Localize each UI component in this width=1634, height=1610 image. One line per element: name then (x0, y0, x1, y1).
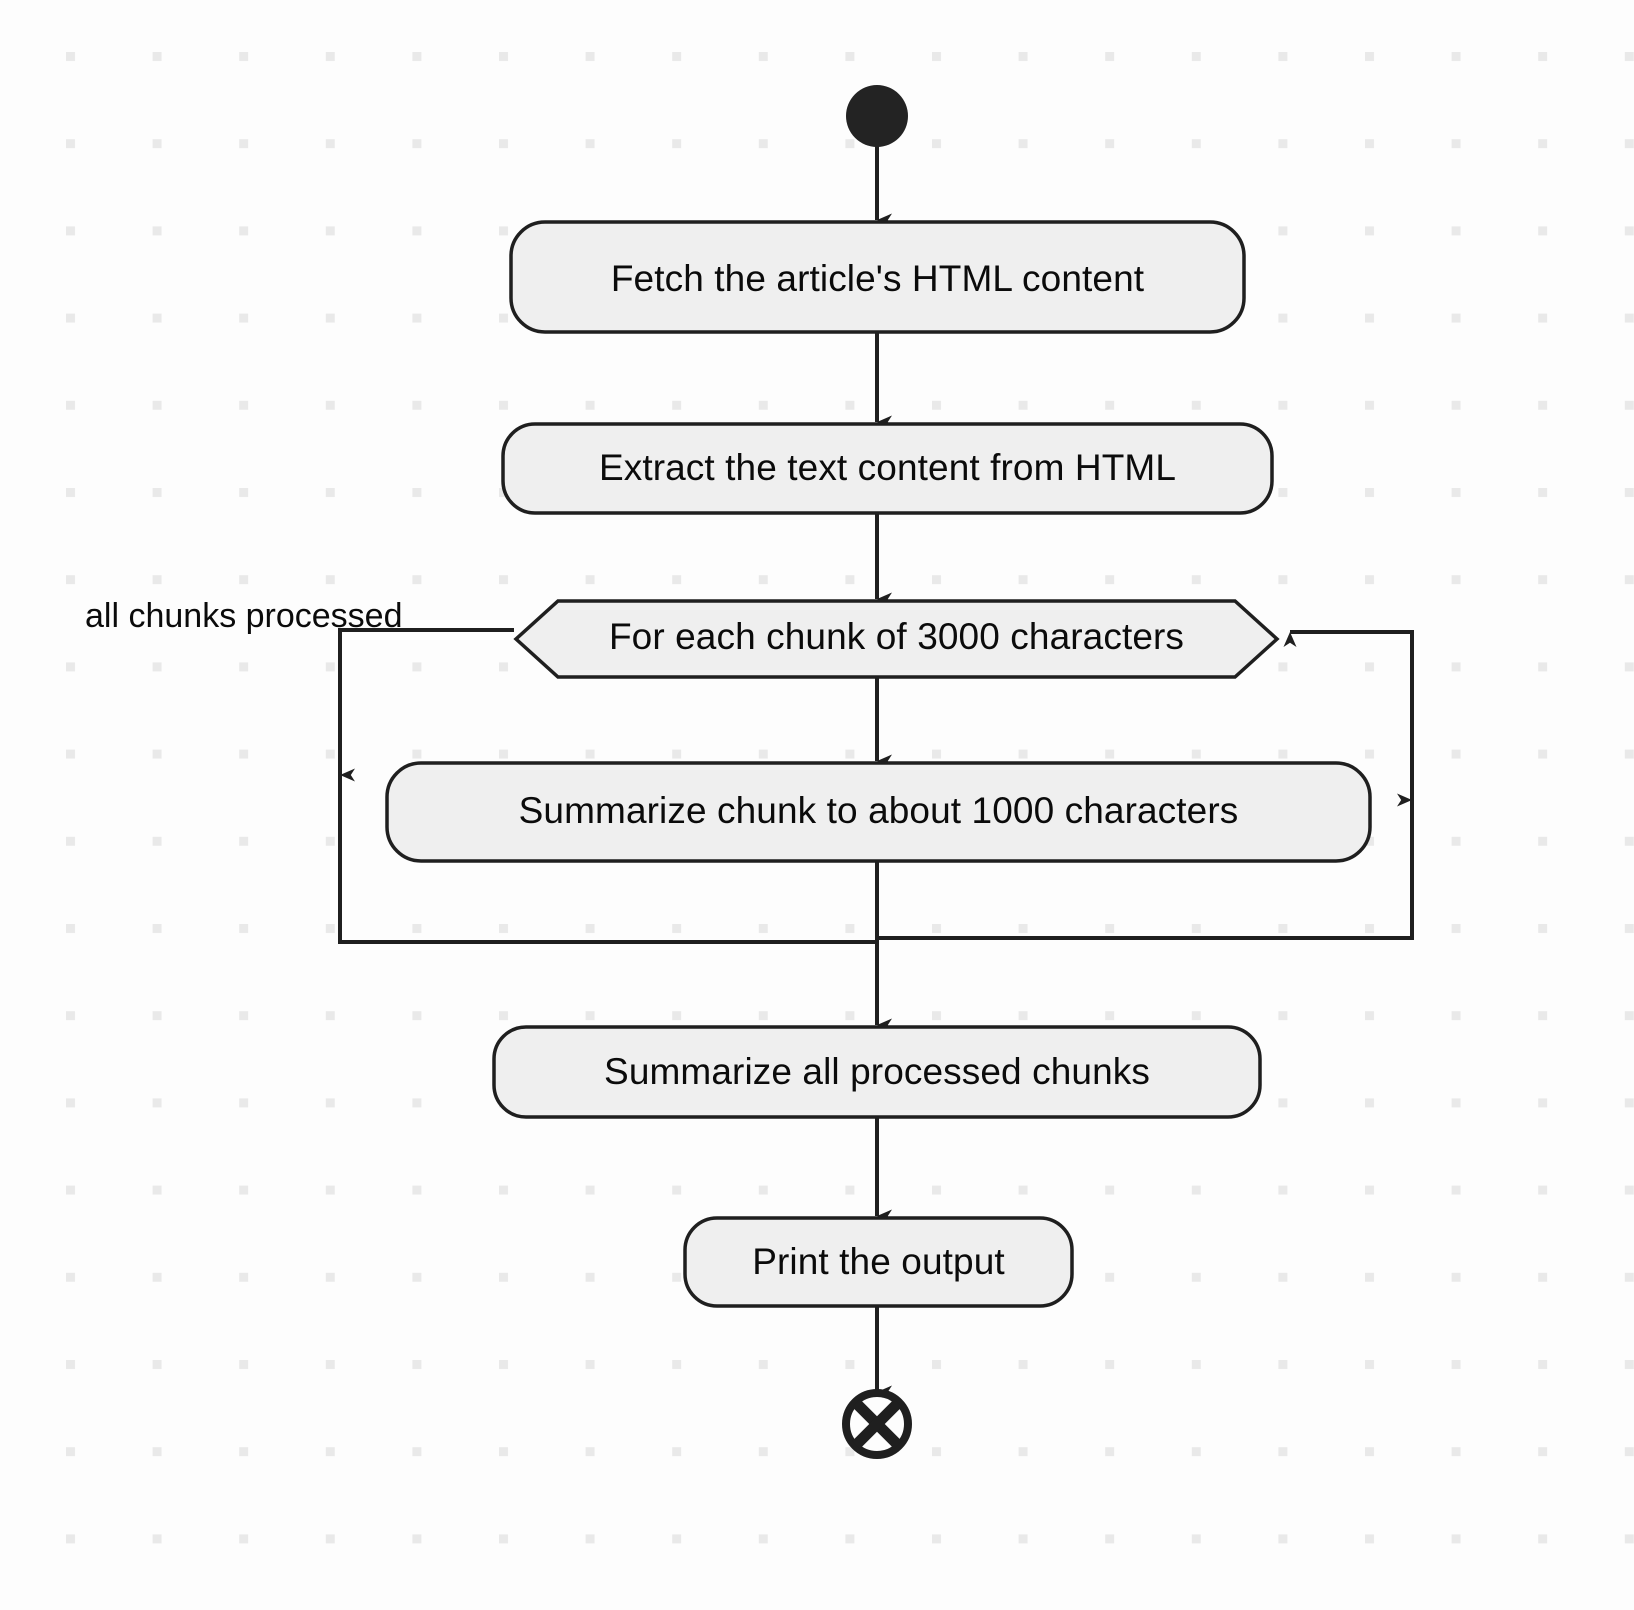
activity-node-print (683, 1216, 1074, 1308)
loop-condition-node (513, 599, 1280, 679)
start-node (846, 85, 908, 147)
edge-loopback-to-loop (875, 630, 1414, 940)
end-node (842, 1389, 912, 1459)
activity-node-extract (501, 422, 1274, 515)
activity-node-summarize-chunk (385, 761, 1372, 863)
edge-loop-exit-to-summarize-all (338, 628, 892, 1032)
activity-node-fetch (509, 220, 1246, 334)
activity-node-summarize-all (492, 1025, 1262, 1119)
